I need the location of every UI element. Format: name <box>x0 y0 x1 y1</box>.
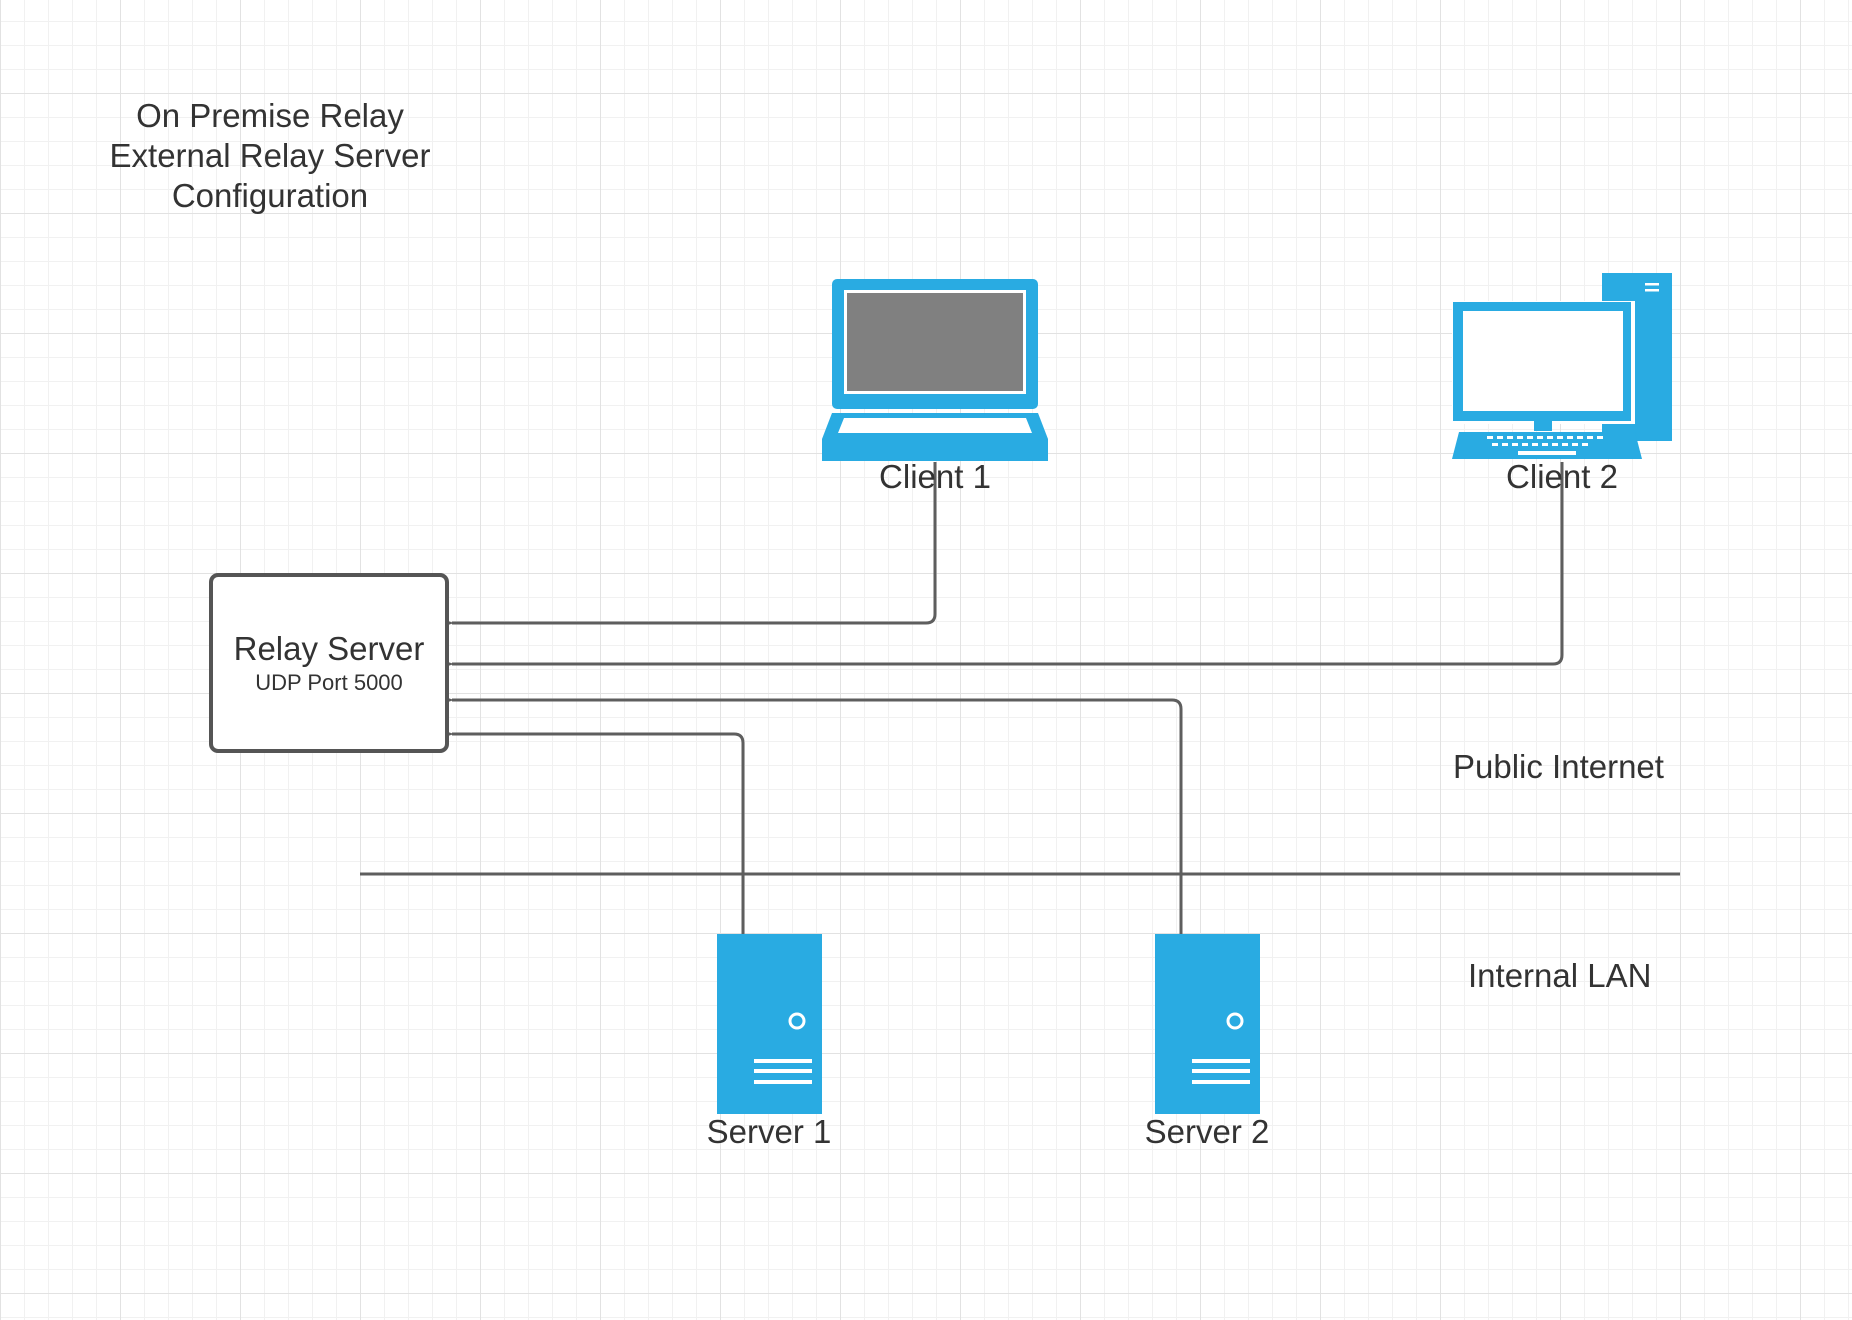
diagram-title-line-2: External Relay Server <box>109 137 431 174</box>
connector-client2-to-relay[interactable] <box>424 462 1564 674</box>
server1-label: Server 1 <box>706 1113 832 1150</box>
client1-node[interactable] <box>822 279 1048 461</box>
internal-lan-zone-label: Internal LAN <box>1468 957 1652 994</box>
connector-server2-to-relay[interactable] <box>424 690 1183 934</box>
server1-node[interactable] <box>717 934 822 1114</box>
relay-server-sublabel: UDP Port 5000 <box>255 670 403 695</box>
server2-node[interactable] <box>1155 934 1260 1114</box>
server-tower-icon <box>1155 934 1260 1114</box>
public-internet-zone-label: Public Internet <box>1453 748 1664 785</box>
diagram-title: On Premise Relay External Relay Server C… <box>70 96 470 216</box>
client2-label: Client 2 <box>1506 458 1618 495</box>
relay-server-node[interactable]: Relay Server UDP Port 5000 <box>209 573 449 753</box>
server2-label: Server 2 <box>1144 1113 1270 1150</box>
client1-label: Client 1 <box>879 458 991 495</box>
desktop-computer-icon <box>1452 273 1672 459</box>
client2-node[interactable] <box>1452 273 1672 459</box>
relay-server-label: Relay Server <box>233 630 425 667</box>
connector-server1-to-relay[interactable] <box>424 724 745 934</box>
connector-client1-to-relay[interactable] <box>424 462 937 633</box>
diagram-title-line-1: On Premise Relay <box>136 97 404 134</box>
diagram-title-line-3: Configuration <box>171 177 369 214</box>
laptop-icon <box>822 279 1048 461</box>
server-tower-icon <box>717 934 822 1114</box>
